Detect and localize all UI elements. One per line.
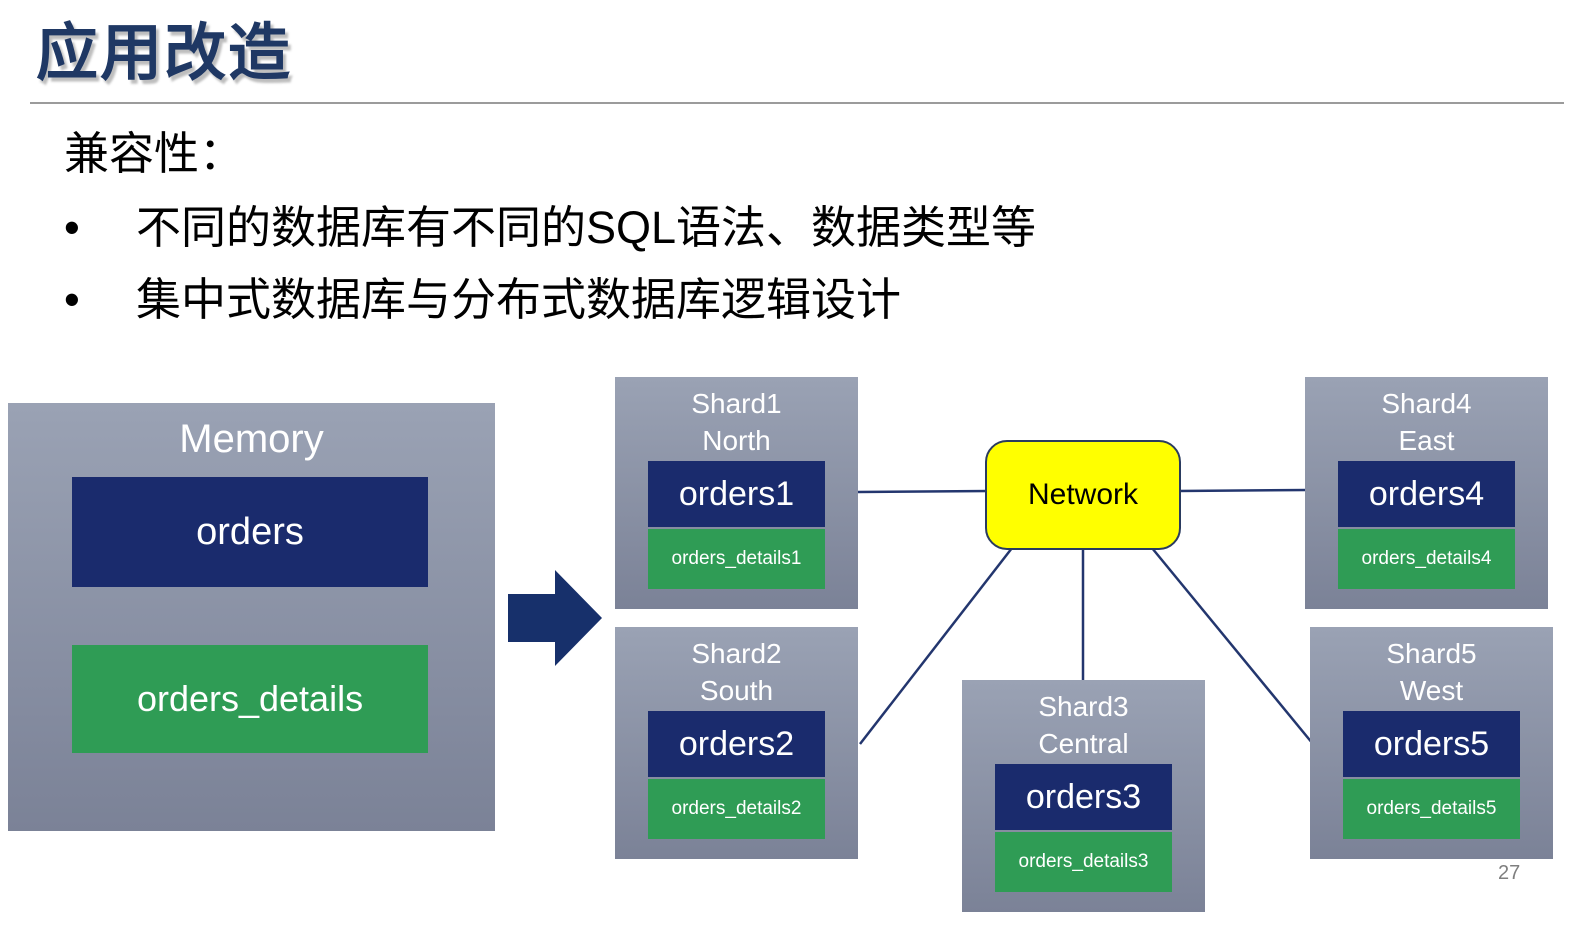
shard5-title: Shard5 West [1310,635,1553,709]
orders-details-table: orders_details [72,645,428,753]
orders-table: orders [72,477,428,587]
shard4-name: Shard4 [1381,388,1472,419]
shard5-region: West [1399,675,1464,706]
shard1-title: Shard1 North [615,385,858,459]
connector-shard4 [1177,488,1308,493]
orders-details2-table: orders_details2 [648,779,825,839]
shard3-region: Central [1038,728,1129,759]
shard5-panel: Shard5 West orders5 orders_details5 [1310,627,1553,859]
orders3-table: orders3 [995,764,1172,830]
orders-details5-table: orders_details5 [1343,779,1520,839]
shard4-title: Shard4 East [1305,385,1548,459]
memory-panel: Memory orders orders_details [8,403,495,831]
shard3-name: Shard3 [1038,691,1129,722]
orders-details3-table: orders_details3 [995,832,1172,892]
bullet-item-1: • 不同的数据库有不同的SQL语法、数据类型等 [64,192,1036,264]
body-text-block: 兼容性： • 不同的数据库有不同的SQL语法、数据类型等 • 集中式数据库与分布… [64,116,1036,336]
orders1-table: orders1 [648,461,825,527]
bullet-text-1: 不同的数据库有不同的SQL语法、数据类型等 [136,202,1037,253]
shard1-panel: Shard1 North orders1 orders_details1 [615,377,858,609]
network-node: Network [985,440,1181,550]
shard2-panel: Shard2 South orders2 orders_details2 [615,627,858,859]
connector-shard1 [857,489,991,494]
shard4-panel: Shard4 East orders4 orders_details4 [1305,377,1548,609]
slide-title: 应用改造 [36,19,293,88]
orders2-table: orders2 [648,711,825,777]
bullet-text-2: 集中式数据库与分布式数据库逻辑设计 [136,274,902,325]
orders-details1-table: orders_details1 [648,529,825,589]
transform-arrow-icon [508,570,602,666]
orders5-table: orders5 [1343,711,1520,777]
bullet-glyph: • [64,202,80,253]
title-divider [30,102,1564,104]
connector-shard2 [859,547,1013,745]
shard3-panel: Shard3 Central orders3 orders_details3 [962,680,1205,912]
compatibility-heading: 兼容性： [64,128,245,179]
memory-label: Memory [179,417,324,461]
connector-shard5 [1151,547,1314,745]
shard5-name: Shard5 [1386,638,1477,669]
page-number: 27 [1498,862,1521,884]
bullet-item-2: • 集中式数据库与分布式数据库逻辑设计 [64,264,1036,336]
shard4-region: East [1398,425,1455,456]
shard1-name: Shard1 [691,388,782,419]
orders-details4-table: orders_details4 [1338,529,1515,589]
shard2-title: Shard2 South [615,635,858,709]
bullet-glyph: • [64,274,80,325]
shard2-name: Shard2 [691,638,782,669]
orders4-table: orders4 [1338,461,1515,527]
shard2-region: South [699,675,774,706]
shard1-region: North [702,425,771,456]
shard3-title: Shard3 Central [962,688,1205,762]
